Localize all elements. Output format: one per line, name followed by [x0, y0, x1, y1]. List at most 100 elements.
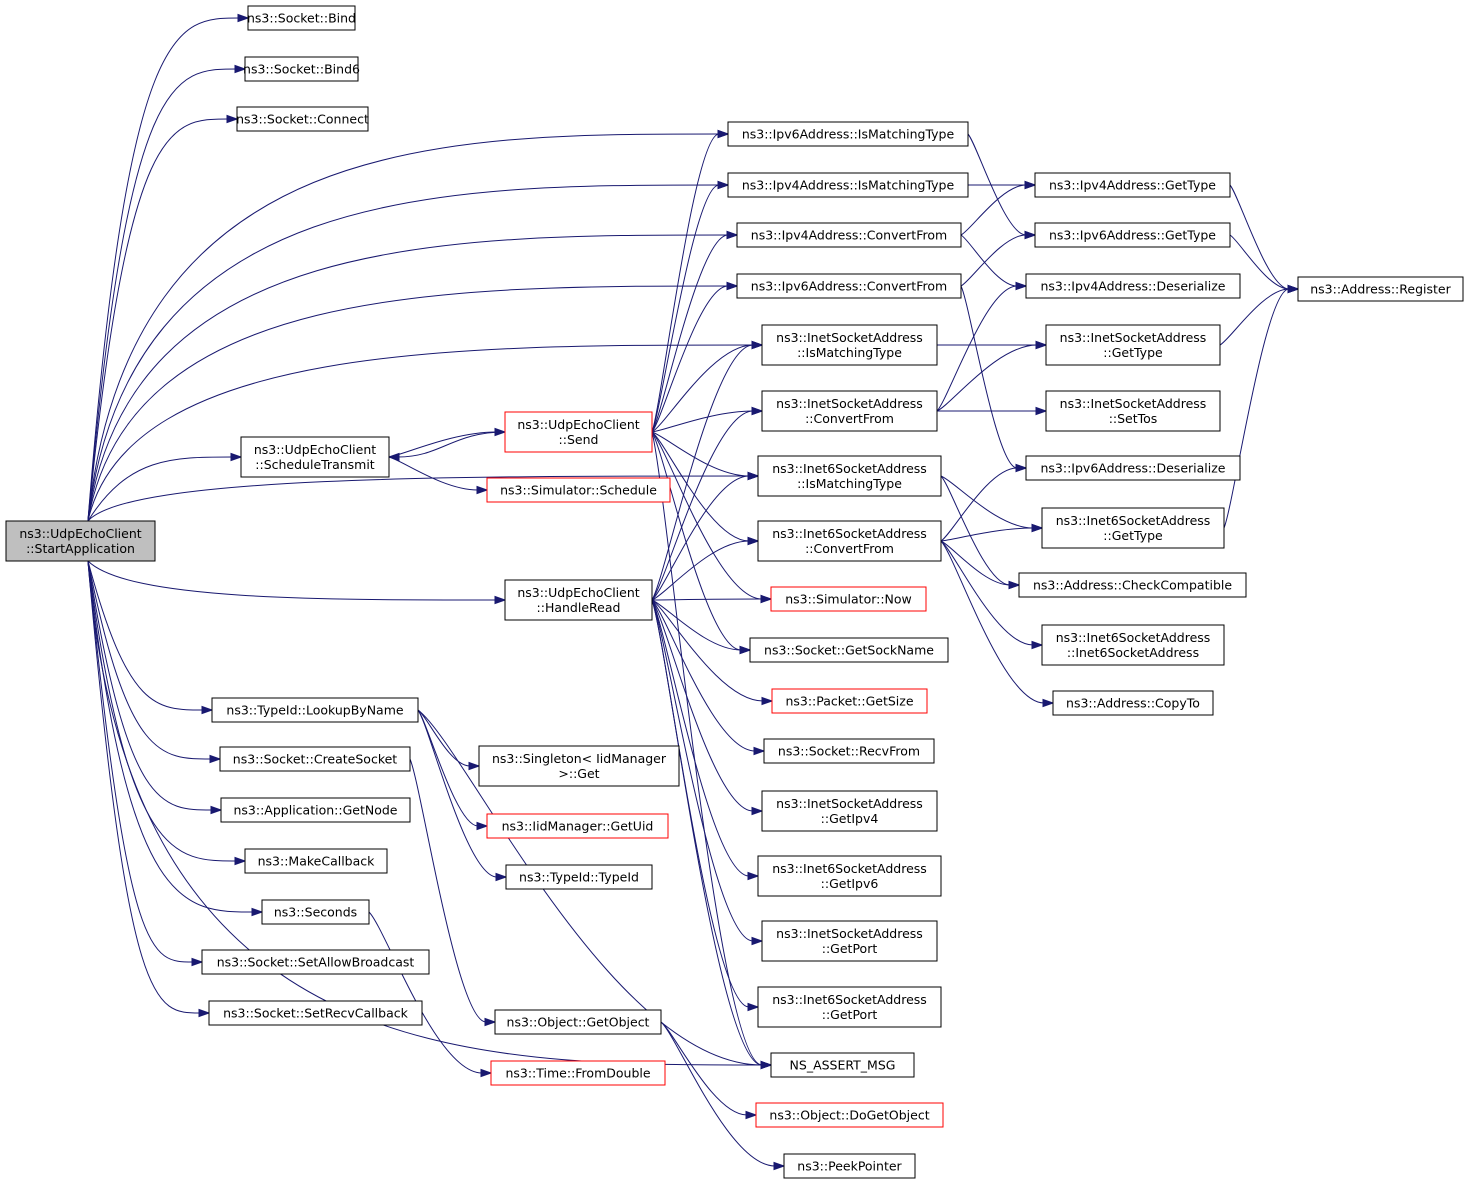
node-label: ns3::Ipv4Address::IsMatchingType	[742, 178, 955, 193]
node-peekptr[interactable]: ns3::PeekPointer	[783, 1153, 916, 1179]
node-box	[757, 986, 942, 1028]
node-inetipv4[interactable]: ns3::InetSocketAddress::GetIpv4	[761, 790, 938, 832]
node-label: ns3::Ipv4Address::ConvertFrom	[751, 228, 947, 243]
node-createsock[interactable]: ns3::Socket::CreateSocket	[219, 746, 411, 772]
node-getsize[interactable]: ns3::Packet::GetSize	[771, 688, 928, 714]
node-label: ns3::Inet6SocketAddress	[772, 526, 927, 541]
node-label: ::Inet6SocketAddress	[1067, 645, 1199, 660]
node-box	[236, 106, 369, 132]
node-box	[727, 121, 969, 147]
node-label: ns3::Time::FromDouble	[505, 1066, 650, 1081]
node-inettype[interactable]: ns3::InetSocketAddress::GetType	[1045, 324, 1221, 366]
edge-root-to-assert	[87, 560, 773, 1070]
node-inet6ipv6[interactable]: ns3::Inet6SocketAddress::GetIpv6	[757, 855, 942, 897]
node-inetport[interactable]: ns3::InetSocketAddress::GetPort	[761, 920, 938, 962]
node-getuid[interactable]: ns3::IidManager::GetUid	[486, 813, 669, 839]
node-box	[736, 222, 962, 248]
node-ip4match[interactable]: ns3::Ipv4Address::IsMatchingType	[727, 172, 969, 198]
node-ip6deser[interactable]: ns3::Ipv6Address::Deserialize	[1025, 455, 1241, 481]
edge-sched-to-send	[388, 427, 507, 458]
node-inet6conv[interactable]: ns3::Inet6SocketAddress::ConvertFrom	[757, 520, 942, 562]
node-label: ns3::InetSocketAddress	[776, 796, 923, 811]
node-box	[478, 745, 680, 787]
edge-inet6conv-to-ip6deser	[940, 463, 1028, 542]
node-box	[727, 172, 969, 198]
edge-handleread-to-inetport	[651, 599, 764, 946]
node-checkcompat[interactable]: ns3::Address::CheckCompatible	[1018, 572, 1247, 598]
node-label: ::HandleRead	[537, 600, 621, 615]
node-settos[interactable]: ns3::InetSocketAddress::SetTos	[1045, 390, 1221, 432]
node-simsched[interactable]: ns3::Simulator::Schedule	[486, 477, 671, 503]
node-singleton[interactable]: ns3::Singleton< IidManager >::Get	[478, 745, 680, 787]
node-label: ns3::Packet::GetSize	[785, 694, 913, 709]
node-simnow[interactable]: ns3::Simulator::Now	[770, 586, 927, 612]
node-typeidctor[interactable]: ns3::TypeId::TypeId	[505, 864, 653, 890]
node-box	[201, 949, 430, 975]
node-ip6type[interactable]: ns3::Ipv6Address::GetType	[1034, 222, 1231, 248]
node-ip6conv[interactable]: ns3::Ipv6Address::ConvertFrom	[736, 273, 962, 299]
node-inet6ctor[interactable]: ns3::Inet6SocketAddress::Inet6SocketAddr…	[1041, 624, 1225, 666]
node-bind[interactable]: ns3::Socket::Bind	[247, 5, 356, 31]
node-ip4conv[interactable]: ns3::Ipv4Address::ConvertFrom	[736, 222, 962, 248]
node-root[interactable]: ns3::UdpEchoClient::StartApplication	[5, 520, 156, 562]
node-ip4deser[interactable]: ns3::Ipv4Address::Deserialize	[1025, 273, 1241, 299]
node-label: ns3::Socket::CreateSocket	[233, 752, 398, 767]
edge-lookup-to-typeidctor	[417, 709, 508, 882]
node-label: ns3::Socket::RecvFrom	[778, 744, 920, 759]
node-label: ns3::Simulator::Schedule	[500, 483, 657, 498]
node-inet6port[interactable]: ns3::Inet6SocketAddress::GetPort	[757, 986, 942, 1028]
node-inet6type[interactable]: ns3::Inet6SocketAddress::GetType	[1041, 507, 1225, 549]
node-ip6match[interactable]: ns3::Ipv6Address::IsMatchingType	[727, 121, 969, 147]
node-sockname[interactable]: ns3::Socket::GetSockName	[749, 637, 949, 663]
node-dogetobject[interactable]: ns3::Object::DoGetObject	[755, 1102, 944, 1128]
node-label: ns3::InetSocketAddress	[1060, 396, 1207, 411]
node-recvfrom[interactable]: ns3::Socket::RecvFrom	[763, 738, 935, 764]
node-makecb[interactable]: ns3::MakeCallback	[244, 848, 388, 874]
node-lookup[interactable]: ns3::TypeId::LookupByName	[211, 697, 419, 723]
edge-lookup-to-getuid	[417, 709, 489, 831]
node-seconds[interactable]: ns3::Seconds	[261, 899, 370, 925]
edge-inet6conv-to-copyto	[940, 540, 1055, 708]
edge-root-to-ip6match	[87, 129, 730, 522]
edge-root-to-bind6	[87, 64, 247, 522]
node-sched[interactable]: ns3::UdpEchoClient::ScheduleTransmit	[240, 436, 390, 478]
node-box	[757, 855, 942, 897]
node-getobject[interactable]: ns3::Object::GetObject	[494, 1009, 662, 1035]
node-copyto[interactable]: ns3::Address::CopyTo	[1052, 690, 1214, 716]
node-box	[1041, 624, 1225, 666]
node-box	[504, 411, 653, 453]
node-connect[interactable]: ns3::Socket::Connect	[236, 106, 369, 132]
edge-send-to-sched	[387, 431, 506, 462]
node-label: ns3::Socket::SetRecvCallback	[223, 1006, 408, 1021]
node-label: ns3::InetSocketAddress	[776, 330, 923, 345]
node-allowbc[interactable]: ns3::Socket::SetAllowBroadcast	[201, 949, 430, 975]
node-assert[interactable]: NS_ASSERT_MSG	[770, 1052, 915, 1078]
node-bind6[interactable]: ns3::Socket::Bind6	[243, 56, 360, 82]
node-getnode[interactable]: ns3::Application::GetNode	[220, 797, 411, 823]
node-box	[247, 5, 356, 31]
node-addrreg[interactable]: ns3::Address::Register	[1297, 276, 1464, 302]
node-label: ns3::Ipv6Address::GetType	[1049, 228, 1216, 243]
node-ip4type[interactable]: ns3::Ipv4Address::GetType	[1034, 172, 1231, 198]
node-send[interactable]: ns3::UdpEchoClient::Send	[504, 411, 653, 453]
edge-root-to-getnode	[87, 560, 223, 815]
node-inet6match[interactable]: ns3::Inet6SocketAddress::IsMatchingType	[757, 455, 942, 497]
node-label: ::GetIpv4	[821, 811, 879, 826]
node-fromdouble[interactable]: ns3::Time::FromDouble	[490, 1060, 666, 1086]
node-inetmatch[interactable]: ns3::InetSocketAddress::IsMatchingType	[761, 324, 938, 366]
node-box	[736, 273, 962, 299]
edge-handleread-to-recvfrom	[651, 599, 766, 756]
edge-send-to-ip4match	[651, 180, 730, 433]
node-label: ::IsMatchingType	[797, 476, 902, 491]
node-recvcb[interactable]: ns3::Socket::SetRecvCallback	[208, 1000, 423, 1026]
node-inetconv[interactable]: ns3::InetSocketAddress::ConvertFrom	[761, 390, 938, 432]
node-box	[761, 790, 938, 832]
node-box	[244, 56, 359, 82]
node-box	[208, 1000, 423, 1026]
node-label: ns3::Ipv6Address::Deserialize	[1041, 461, 1226, 476]
edge-root-to-seconds	[87, 560, 264, 917]
edge-send-to-ip6conv	[651, 281, 739, 433]
node-handleread[interactable]: ns3::UdpEchoClient::HandleRead	[504, 579, 653, 621]
node-label: ::GetPort	[822, 1007, 878, 1022]
